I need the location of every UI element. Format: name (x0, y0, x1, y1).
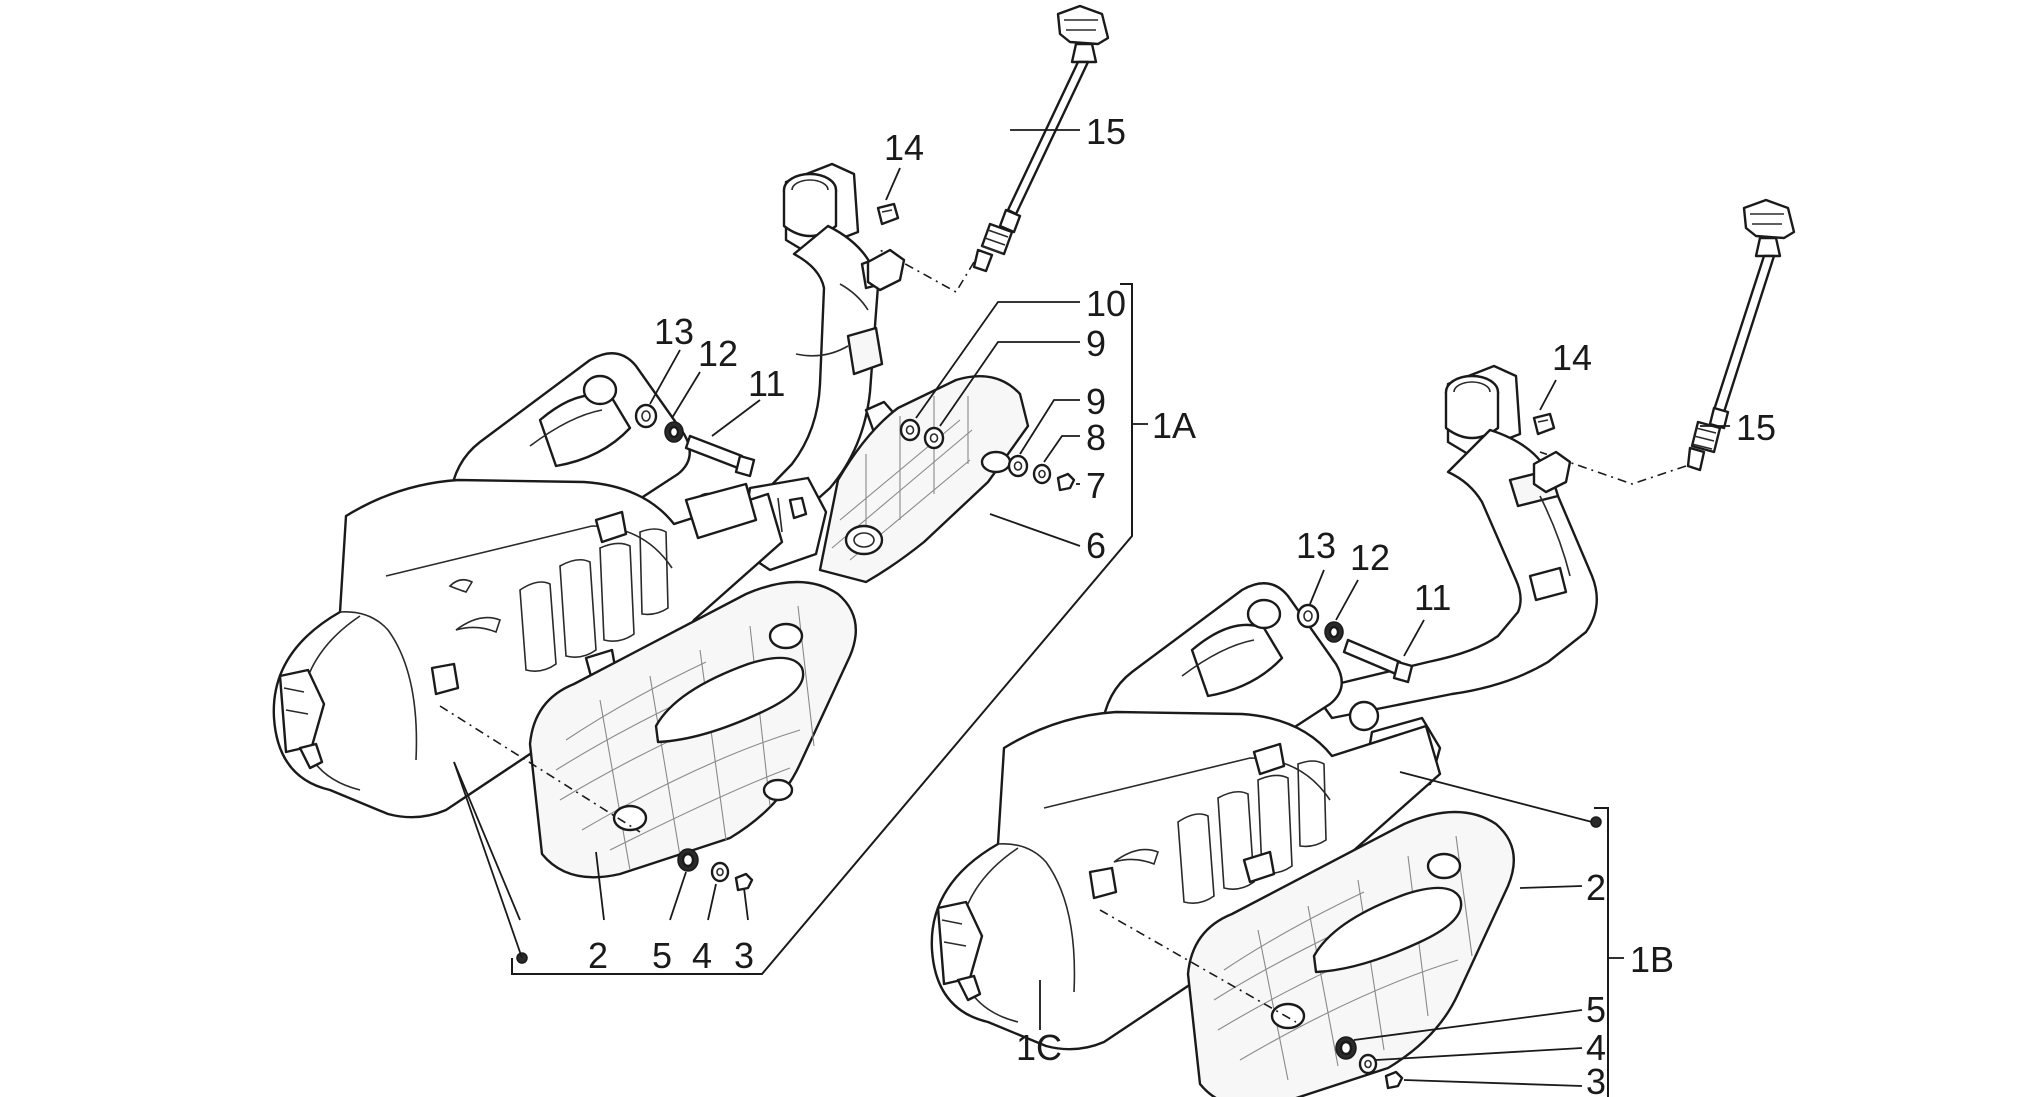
callout-13-right: 13 (1296, 525, 1336, 566)
callout-1c: 1C (1016, 1027, 1062, 1068)
callout-9a-left: 9 (1086, 323, 1106, 364)
bracket-1a (511, 283, 1133, 975)
gasket-right (1532, 412, 1556, 436)
callout-8-left: 8 (1086, 417, 1106, 458)
callout-3-right: 3 (1586, 1061, 1606, 1097)
assembly-left: 15 14 13 12 11 10 9 9 8 7 6 1A 2 5 4 3 (272, 4, 1196, 976)
fastener-set-upper-right (1296, 603, 1414, 684)
callout-10-left: 10 (1086, 283, 1126, 324)
heat-shield-pipe-left (818, 375, 1030, 584)
muffler-right (930, 582, 1442, 1051)
fastener-set-shield-left (899, 418, 1076, 492)
callout-4-right: 4 (1586, 1027, 1606, 1068)
callout-11-left: 11 (748, 363, 785, 404)
gasket-left (876, 202, 900, 226)
assembly-axis-muffler-right (1099, 909, 1297, 1023)
muffler-left (272, 352, 784, 819)
muffler-heat-shield-left (528, 580, 857, 879)
assembly-axis-sensor-right (1539, 451, 1687, 485)
callout-9b-left: 9 (1086, 381, 1106, 422)
callout-14-left: 14 (884, 127, 924, 168)
fastener-set-upper-left (634, 403, 756, 478)
callout-7-left: 7 (1086, 465, 1106, 506)
assembly-right: 14 15 13 12 11 2 1B 5 4 3 1C (930, 198, 1796, 1097)
callout-12-right: 12 (1350, 537, 1390, 578)
callout-3-left: 3 (734, 935, 754, 976)
callout-5-right: 5 (1586, 989, 1606, 1030)
callout-12-left: 12 (698, 333, 738, 374)
callout-4-left: 4 (692, 935, 712, 976)
callout-2-left: 2 (588, 935, 608, 976)
assembly-axis-sensor-left (879, 249, 975, 294)
lambda-sensor-left (972, 4, 1110, 273)
callout-2-right: 2 (1586, 867, 1606, 908)
callout-1a: 1A (1152, 405, 1196, 446)
assembly-axis-muffler-left (439, 705, 641, 833)
callout-11-right: 11 (1414, 577, 1451, 618)
lambda-sensor-right (1686, 198, 1796, 472)
muffler-heat-shield-right (1186, 810, 1515, 1097)
callout-6-left: 6 (1086, 525, 1106, 566)
bracket-dot-1b (1590, 816, 1602, 828)
fastener-set-lower-left (677, 848, 754, 892)
callout-5-left: 5 (652, 935, 672, 976)
callout-15-left: 15 (1086, 111, 1126, 152)
callout-14-right: 14 (1552, 337, 1592, 378)
leaders-right (1039, 379, 1730, 1087)
exhaust-manifold-right (1310, 364, 1598, 798)
callout-15-right: 15 (1736, 407, 1776, 448)
callout-1b: 1B (1630, 939, 1674, 980)
callout-13-left: 13 (654, 311, 694, 352)
fastener-set-lower-right (1335, 1036, 1404, 1090)
leaders-left (453, 129, 1081, 921)
bracket-1b (1594, 807, 1609, 1097)
